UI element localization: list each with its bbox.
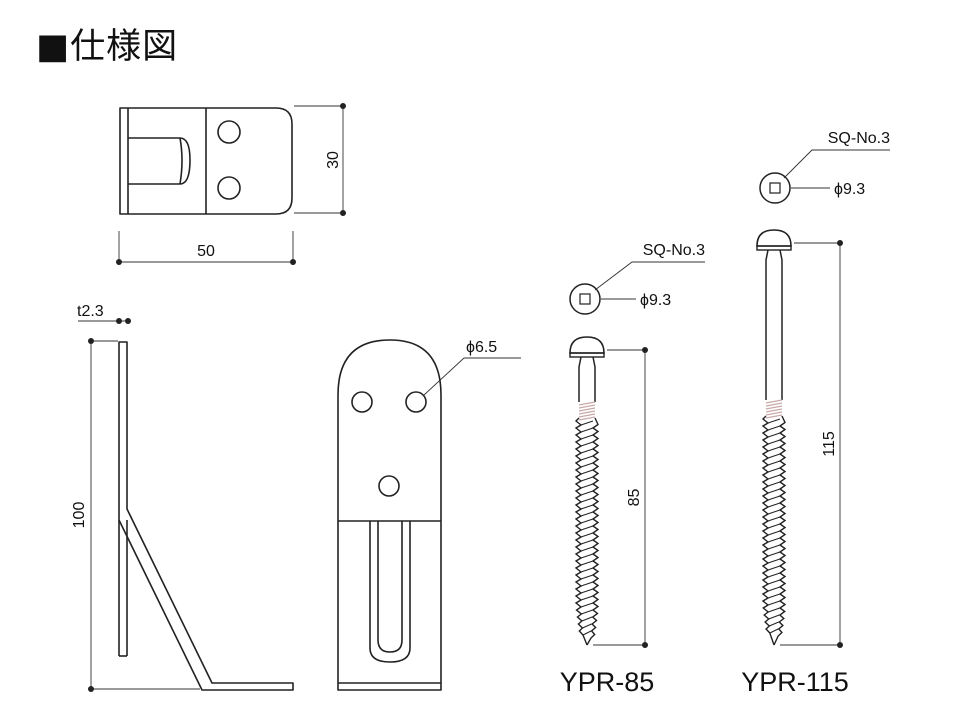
screw-head-top-view: SQ-No.3 ϕ9.3	[759, 130, 890, 204]
top-hole-lower	[217, 176, 241, 200]
screw-thread-hatch	[765, 399, 783, 419]
front-hole-right	[405, 391, 427, 413]
screw-threads	[574, 417, 600, 646]
screw-length-label: 115	[821, 431, 838, 457]
drive-type-label: SQ-No.3	[643, 242, 705, 259]
page-title: ■仕様図	[36, 27, 179, 67]
dim-bracket-height: 100	[71, 338, 200, 692]
head-diameter-label: ϕ9.3	[834, 181, 865, 198]
dim-screw-length: 85	[593, 347, 648, 648]
screw-thread-hatch	[578, 401, 596, 421]
plate-width-label: 50	[197, 243, 215, 260]
bracket-height-label: 100	[71, 502, 88, 529]
head-diameter-label: ϕ9.3	[640, 292, 671, 309]
drive-type-label: SQ-No.3	[828, 130, 890, 147]
top-hole-upper	[217, 120, 241, 144]
hole-diameter-label: ϕ6.5	[466, 339, 497, 356]
screw-threads	[761, 415, 787, 646]
dim-plate-width: 50	[116, 231, 296, 265]
screw-head-top-view: SQ-No.3 ϕ9.3	[569, 242, 705, 315]
dim-hole-diameter: ϕ6.5	[423, 339, 521, 396]
plate-height-label: 30	[325, 151, 342, 169]
screw-model-label: YPR-85	[560, 667, 655, 697]
dim-screw-length: 115	[780, 240, 843, 648]
dim-plate-height: 30	[294, 103, 346, 216]
screw-model-label: YPR-115	[741, 667, 849, 697]
front-hole-center	[378, 475, 400, 497]
screw-head	[756, 229, 792, 247]
side-view	[118, 341, 294, 691]
screw-head	[569, 336, 605, 354]
screw-length-label: 85	[626, 489, 643, 507]
thickness-label: t2.3	[77, 303, 104, 320]
top-view	[119, 107, 293, 215]
square-drive-icon	[769, 182, 781, 194]
front-view	[337, 339, 442, 691]
dim-thickness: t2.3	[77, 303, 131, 324]
front-hole-left	[351, 391, 373, 413]
screw-shank	[765, 249, 783, 400]
screw-shank	[578, 356, 596, 402]
square-drive-icon	[579, 293, 591, 305]
